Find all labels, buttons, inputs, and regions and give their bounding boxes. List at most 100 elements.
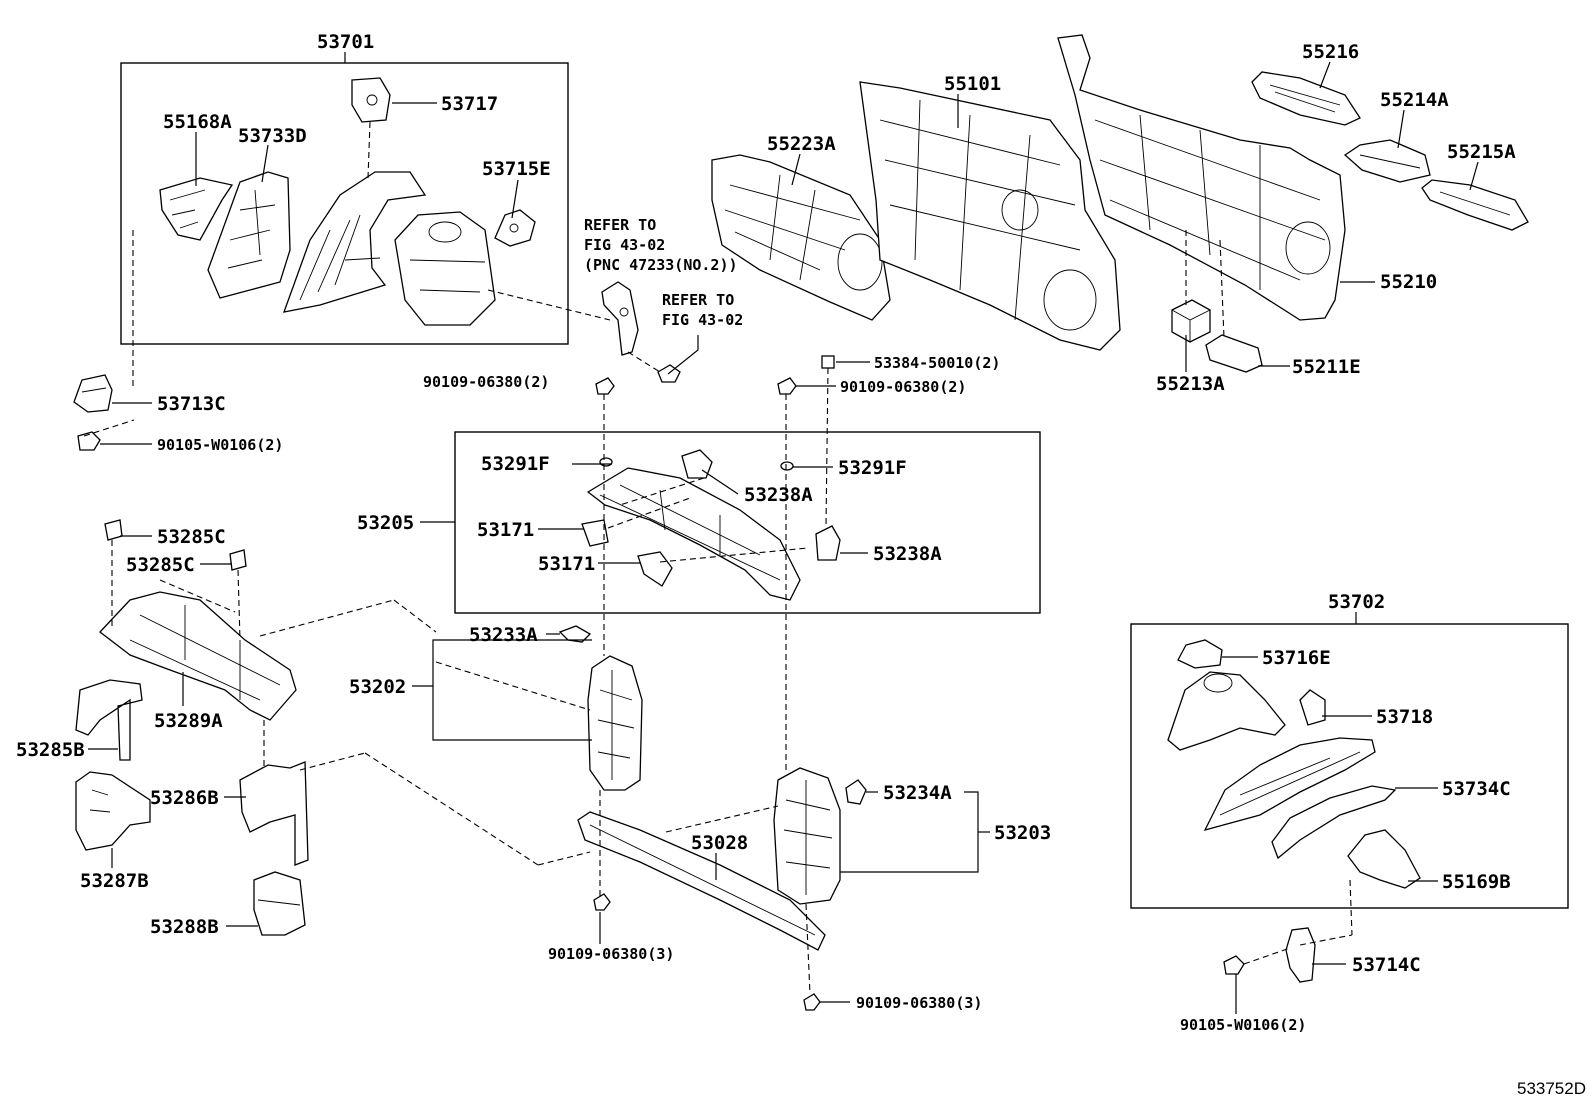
- part-53205-crossmember: [586, 467, 801, 601]
- label-53238a-top: 53238A: [744, 484, 813, 506]
- label-53384-50010: 53384-50010(2): [874, 354, 1000, 372]
- label-90105-w0106-left: 90105-W0106(2): [157, 436, 283, 454]
- part-53171-top: [581, 519, 609, 547]
- label-53734c: 53734C: [1442, 778, 1511, 800]
- part-53713c: [73, 374, 113, 413]
- label-53171-top: 53171: [477, 519, 534, 541]
- label-55223a: 55223A: [767, 133, 836, 155]
- label-53028: 53028: [691, 832, 748, 854]
- label-90105-w0106-right: 90105-W0106(2): [1180, 1016, 1306, 1034]
- label-53716e: 53716E: [1262, 647, 1331, 669]
- refer-note-2-line-1: REFER TO: [662, 291, 734, 309]
- part-53289a: [99, 591, 297, 721]
- label-53286b: 53286B: [150, 787, 219, 809]
- label-90109-bottom-left: 90109-06380(3): [548, 945, 674, 963]
- part-55210: [1057, 34, 1346, 321]
- part-right-apron: [1203, 737, 1376, 832]
- label-55213a: 55213A: [1156, 373, 1225, 395]
- bolt-90105-right: [1223, 955, 1245, 975]
- label-55211e: 55211E: [1292, 356, 1361, 378]
- part-53285b: [75, 679, 143, 761]
- label-53205: 53205: [357, 512, 414, 534]
- group-box-53702: [1130, 623, 1569, 909]
- part-55213a: [1171, 299, 1211, 343]
- part-53733d: [207, 171, 291, 299]
- part-53203: [773, 767, 841, 905]
- label-55101: 55101: [944, 73, 1001, 95]
- part-53288b: [253, 871, 306, 936]
- part-55101: [859, 81, 1121, 351]
- drawing-id: 533752D: [1517, 1079, 1586, 1098]
- part-53716e: [1177, 639, 1223, 669]
- refer-note-1-line-1: REFER TO: [584, 216, 656, 234]
- part-53028: [577, 811, 826, 951]
- part-55216: [1251, 71, 1361, 126]
- part-53718: [1299, 689, 1326, 726]
- label-53291f-right: 53291F: [838, 457, 907, 479]
- label-53718: 53718: [1376, 706, 1433, 728]
- part-strut-tower-53701: [394, 211, 496, 326]
- label-53288b: 53288B: [150, 916, 219, 938]
- label-53203: 53203: [994, 822, 1051, 844]
- label-53713c: 53713C: [157, 393, 226, 415]
- part-53287b: [75, 771, 151, 851]
- part-53291f-left: [599, 457, 613, 467]
- label-53285b: 53285B: [16, 739, 85, 761]
- label-90109-bottom-right: 90109-06380(3): [856, 994, 982, 1012]
- label-55168a: 55168A: [163, 111, 232, 133]
- label-53733d: 53733D: [238, 125, 307, 147]
- part-53238a-bottom: [815, 525, 841, 561]
- part-53285c-top: [104, 519, 123, 541]
- label-90109-top-right: 90109-06380(2): [840, 378, 966, 396]
- label-53238a-bottom: 53238A: [873, 543, 942, 565]
- label-53289a: 53289A: [154, 710, 223, 732]
- bolt-90105-left: [77, 431, 101, 451]
- leader-lines: [88, 52, 1479, 1014]
- part-53234a: [845, 779, 867, 805]
- part-right-strut-tower: [1167, 671, 1286, 751]
- part-55169b: [1347, 829, 1421, 889]
- bolt-90109-top-left: [595, 377, 615, 395]
- part-hinge-bracket: [601, 281, 639, 356]
- refer-note-1-line-3: (PNC 47233(NO.2)): [584, 256, 738, 274]
- label-53202: 53202: [349, 676, 406, 698]
- part-55223a: [711, 154, 891, 321]
- label-53233a: 53233A: [469, 624, 538, 646]
- label-55215a: 55215A: [1447, 141, 1516, 163]
- label-53717: 53717: [441, 93, 498, 115]
- label-53702: 53702: [1328, 591, 1385, 613]
- part-55168a: [159, 177, 234, 241]
- label-53291f-left: 53291F: [481, 453, 550, 475]
- reference-notes: REFER TO FIG 43-02 (PNC 47233(NO.2)) REF…: [584, 216, 743, 329]
- bolt-90109-bottom-right: [803, 993, 821, 1011]
- bolt-90109-bottom-left: [593, 893, 611, 911]
- bolt-90109-top-right: [777, 377, 797, 395]
- part-labels: 53701 55168A 53733D 53717 53715E 53713C …: [16, 31, 1516, 1034]
- part-apron-member-53701: [282, 171, 427, 313]
- part-55215a: [1421, 179, 1529, 231]
- label-53285c-top: 53285C: [157, 526, 226, 548]
- label-53234a: 53234A: [883, 782, 952, 804]
- label-55216: 55216: [1302, 41, 1359, 63]
- label-55214a: 55214A: [1380, 89, 1449, 111]
- refer-note-1-line-2: FIG 43-02: [584, 236, 665, 254]
- part-53715e: [494, 209, 536, 247]
- part-53717: [351, 77, 391, 123]
- part-55211e: [1205, 334, 1263, 373]
- label-53701: 53701: [317, 31, 374, 53]
- part-53384-clip: [821, 355, 835, 369]
- refer-note-2-line-2: FIG 43-02: [662, 311, 743, 329]
- label-53714c: 53714C: [1352, 954, 1421, 976]
- label-53171-bottom: 53171: [538, 553, 595, 575]
- label-55210: 55210: [1380, 271, 1437, 293]
- part-53714c: [1285, 927, 1316, 983]
- dashed-guide-lines: [83, 121, 1353, 995]
- label-53715e: 53715E: [482, 158, 551, 180]
- part-53285c-mid: [229, 549, 247, 571]
- label-53285c-mid: 53285C: [126, 554, 195, 576]
- part-55214a: [1343, 139, 1431, 183]
- label-90109-top-left: 90109-06380(2): [423, 373, 549, 391]
- part-53202: [587, 655, 643, 791]
- part-53291f-right: [780, 461, 794, 471]
